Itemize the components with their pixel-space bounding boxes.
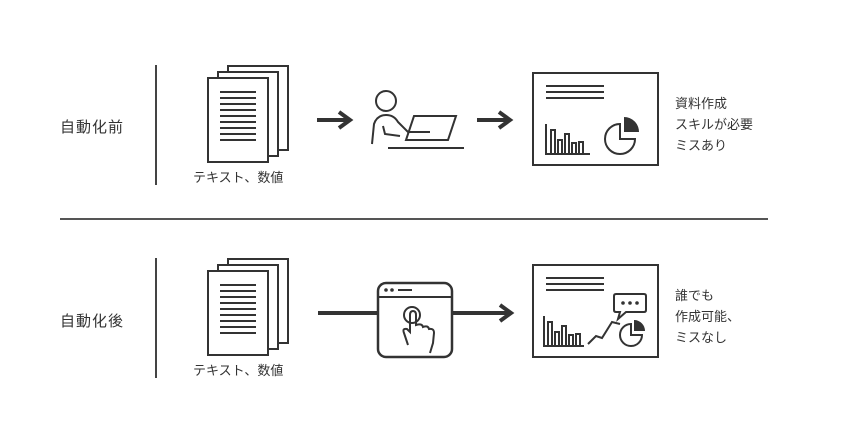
row-label-after: 自動化後 (60, 312, 125, 330)
note-before-line-3: ミスあり (675, 139, 728, 154)
arrow-right-icon (318, 303, 515, 323)
arrow-right-icon (477, 110, 514, 130)
speech-bubble-icon (613, 293, 647, 322)
row-label-before: 自動化前 (60, 118, 125, 136)
note-after-line-3: ミスなし (675, 331, 728, 346)
note-before-line-1: 資料作成 (675, 97, 728, 112)
note-after: 誰でも 作成可能、 ミスなし (675, 286, 740, 349)
person-at-laptop-icon (371, 90, 464, 149)
note-after-line-1: 誰でも (675, 289, 715, 304)
row-divider-before (155, 65, 157, 185)
report-chart-icon (532, 72, 659, 166)
caption-after: テキスト、数値 (193, 364, 284, 379)
row-divider-after (155, 258, 157, 378)
note-before: 資料作成 スキルが必要 ミスあり (675, 94, 753, 157)
section-divider (60, 218, 768, 220)
document-stack-icon (207, 258, 289, 356)
tablet-touch-icon (376, 281, 454, 359)
note-before-line-2: スキルが必要 (675, 118, 754, 133)
arrow-right-icon (317, 110, 354, 130)
document-stack-icon (207, 65, 289, 163)
note-after-line-2: 作成可能、 (675, 310, 741, 325)
caption-before: テキスト、数値 (193, 171, 284, 186)
